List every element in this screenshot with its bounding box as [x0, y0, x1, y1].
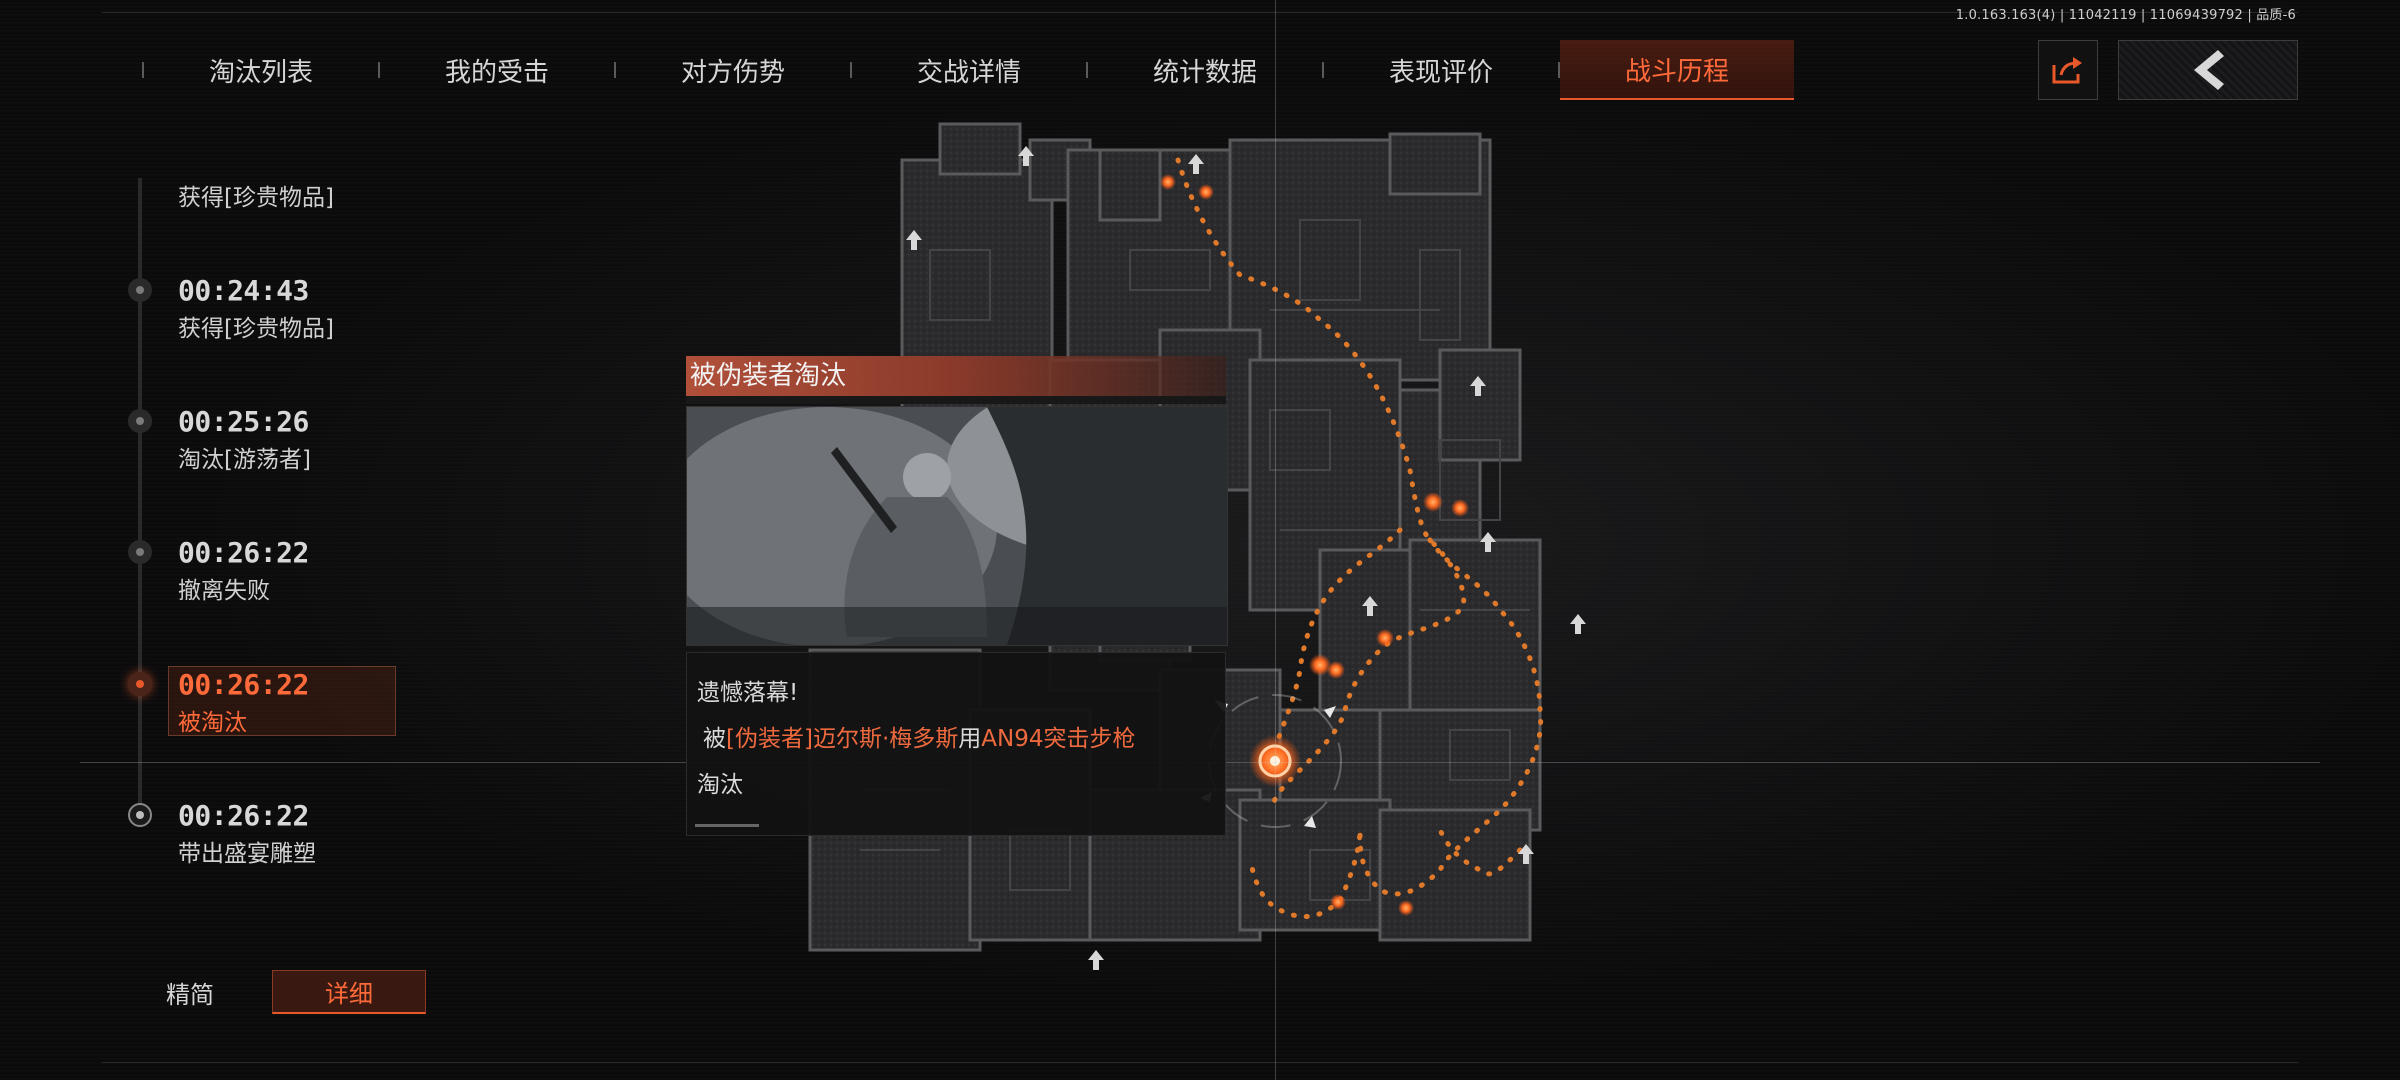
tab-my-hits[interactable]: 我的受击	[444, 57, 549, 88]
tab-performance[interactable]: 表现评价	[1388, 57, 1493, 88]
timeline-entry[interactable]: 00:24:43 获得[珍贵物品]	[178, 274, 334, 343]
tab-separator	[1086, 62, 1088, 78]
timeline-dot-active	[128, 672, 152, 696]
timeline-selected-highlight	[168, 666, 396, 736]
tab-statistics[interactable]: 统计数据	[1152, 57, 1257, 88]
tab-separator	[378, 62, 380, 78]
timeline-track	[138, 178, 142, 818]
top-tab-bar: 淘汰列表 我的受击 对方伤势 交战详情 统计数据 表现评价 战斗历程	[142, 40, 1794, 100]
timeline-entry-label: 获得[珍贵物品]	[178, 316, 334, 342]
tab-enemy-injuries[interactable]: 对方伤势	[680, 57, 785, 88]
timeline-dot	[128, 540, 152, 564]
popup-message-panel: 遗憾落幕! 被[伪装者]迈尔斯·梅多斯用AN94突击步枪 淘汰	[686, 652, 1226, 836]
timeline-entry-time: 00:24:43	[178, 274, 309, 307]
timeline-entry-selected[interactable]: 00:26:22 被淘汰	[178, 668, 309, 737]
timeline-entry-label: 撤离失败	[178, 578, 270, 604]
timeline-entry-label: 被淘汰	[178, 710, 247, 736]
timeline-entry-time: 00:26:22	[178, 668, 309, 701]
timeline-entry[interactable]: 00:26:22 带出盛宴雕塑	[178, 799, 316, 868]
share-icon	[2052, 57, 2082, 84]
map-crosshair-vertical	[1275, 0, 1276, 1080]
map-event-markers	[1160, 174, 1469, 916]
tab-battle-history[interactable]: 战斗历程	[1560, 40, 1794, 100]
view-mode-toggle: 精简 详细	[166, 970, 426, 1014]
simple-mode-button[interactable]: 精简	[166, 980, 214, 1009]
back-button[interactable]	[2118, 40, 2298, 100]
popup-mid: 用	[958, 726, 982, 752]
tab-separator	[850, 62, 852, 78]
popup-title: 被伪装者淘汰	[686, 356, 1226, 396]
timeline-entry-label: 获得[珍贵物品]	[178, 185, 334, 211]
replay-scene-illustration	[687, 407, 1227, 645]
popup-message-line3: 淘汰	[697, 772, 743, 798]
timeline-entry-label: 淘汰[游荡者]	[178, 447, 311, 473]
timeline-dot	[128, 409, 152, 433]
tab-separator	[614, 62, 616, 78]
timeline-dot	[128, 278, 152, 302]
timeline-entry[interactable]: 获得[珍贵物品]	[178, 176, 334, 212]
frame-bottom-line	[102, 1062, 2298, 1063]
timeline-entry-time: 00:26:22	[178, 536, 309, 569]
weapon-name: AN94突击步枪	[981, 726, 1136, 752]
frame-top-line	[102, 12, 2298, 13]
timeline-entry-label: 带出盛宴雕塑	[178, 841, 316, 867]
timeline-dot-end	[128, 803, 152, 827]
popup-title-underline	[686, 396, 1226, 404]
extraction-arrow-icons	[906, 146, 1586, 970]
tab-elimination-list[interactable]: 淘汰列表	[208, 57, 313, 88]
player-route	[1175, 157, 1544, 920]
elimination-popup: 被伪装者淘汰 遗憾落幕! 被[伪装者]迈尔斯·梅多斯用AN94突击步枪 淘汰	[686, 356, 1228, 836]
tab-separator	[1322, 62, 1324, 78]
timeline-entry[interactable]: 00:26:22 撤离失败	[178, 536, 309, 605]
popup-progress-bar	[695, 824, 759, 827]
share-button[interactable]	[2038, 40, 2098, 100]
tab-combat-details[interactable]: 交战详情	[916, 57, 1021, 88]
timeline-entry[interactable]: 00:25:26 淘汰[游荡者]	[178, 405, 311, 474]
attacker-name: [伪装者]迈尔斯·梅多斯	[726, 726, 959, 752]
detail-mode-button[interactable]: 详细	[272, 970, 426, 1014]
popup-message-line1: 遗憾落幕!	[697, 680, 799, 706]
version-info: 1.0.163.163(4) | 11042119 | 11069439792 …	[1955, 8, 2296, 23]
kill-replay-image[interactable]	[686, 406, 1228, 646]
popup-prefix: 被	[703, 726, 726, 752]
tab-separator	[142, 62, 144, 78]
timeline-entry-time: 00:26:22	[178, 799, 309, 832]
popup-message-line2: 被[伪装者]迈尔斯·梅多斯用AN94突击步枪	[703, 719, 1135, 753]
timeline-entry-time: 00:25:26	[178, 405, 309, 438]
tab-separator	[1558, 62, 1560, 78]
chevron-left-icon	[2194, 50, 2224, 90]
